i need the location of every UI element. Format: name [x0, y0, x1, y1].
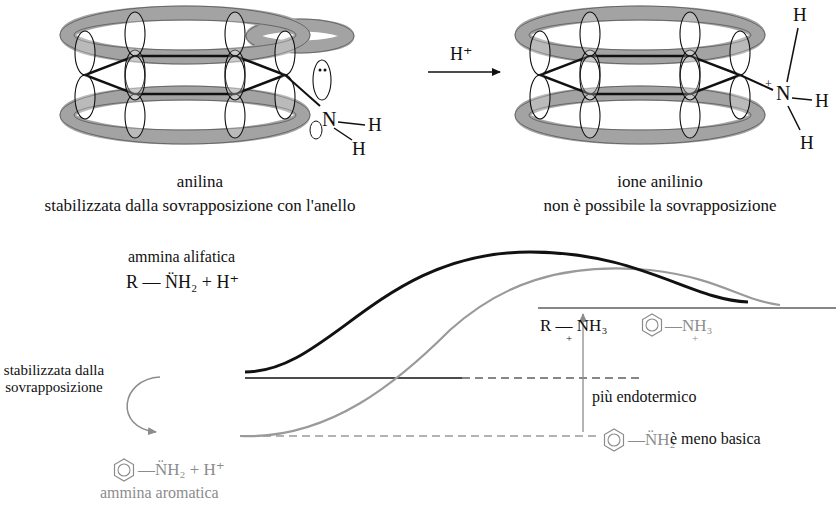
stabilization-arrow: [127, 377, 160, 432]
p-orbital: [225, 56, 245, 100]
label: R — N̈H₂ + H⁺: [126, 272, 239, 293]
p-orbital: [75, 31, 95, 75]
reaction-arrow: [428, 71, 500, 73]
benzene-symbol: [643, 314, 662, 336]
p-orbital: [125, 56, 145, 100]
p-orbital: [530, 75, 550, 119]
benzene-ring: [85, 56, 285, 94]
p-orbital: [530, 31, 550, 75]
p-orbital: [125, 94, 145, 138]
label: più endotermico: [592, 388, 696, 406]
pi-donut: [522, 93, 758, 137]
p-orbital: [730, 31, 750, 75]
n-h-bond: [788, 106, 800, 130]
lone-pair-orbital: [313, 60, 331, 100]
label: H: [352, 138, 366, 160]
p-orbital: [125, 12, 145, 56]
p-orbital: [680, 56, 700, 100]
n-h-bond: [792, 98, 812, 100]
small-lobe: [310, 121, 322, 139]
label: non è possibile la sovrapposizione: [543, 196, 776, 216]
p-orbital: [680, 12, 700, 56]
label: ammina alifatica: [128, 248, 235, 266]
pi-donut: [67, 93, 303, 137]
pi-donut-edge: [529, 100, 751, 130]
electron-dot: [324, 69, 327, 72]
label: N: [322, 108, 336, 131]
benzene-symbols: [115, 314, 662, 481]
electron-dot: [319, 69, 322, 72]
label: +: [692, 332, 698, 345]
p-orbital: [680, 94, 700, 138]
p-orbital: [225, 12, 245, 56]
label: stabilizzata dalla sovrapposizione con l…: [45, 196, 356, 216]
label: ammina aromatica: [100, 484, 219, 502]
pi-donut: [67, 13, 303, 57]
c-n-bond: [285, 75, 320, 106]
p-orbital: [275, 31, 295, 75]
p-orbital: [580, 12, 600, 56]
label: —N̈H₂ + H⁺: [138, 460, 225, 480]
label: —N̈H₂: [628, 430, 675, 450]
pi-donut-edge: [529, 20, 751, 50]
p-orbital: [730, 75, 750, 119]
label: H: [815, 90, 829, 112]
p-orbital: [580, 56, 600, 100]
label: è meno basica: [670, 430, 761, 448]
energy-level: [245, 377, 462, 378]
label: H: [793, 4, 807, 26]
label: H⁺: [450, 44, 473, 65]
energy-level-dashed: [462, 377, 640, 378]
label: N: [776, 82, 790, 105]
orbital-rings: [60, 6, 812, 144]
aliphatic-curve: [245, 252, 748, 372]
p-orbital: [225, 94, 245, 138]
benzene-circle: [646, 319, 658, 331]
label: anilina: [177, 172, 223, 192]
benzene-symbol: [115, 459, 134, 481]
n-h-bond: [334, 128, 352, 140]
label: H: [800, 132, 814, 154]
label: —NH₃: [665, 316, 712, 336]
benzene-circle: [608, 434, 620, 446]
aromatic-curve: [240, 268, 780, 436]
label: +: [566, 332, 572, 345]
label: +: [765, 78, 772, 92]
label: H: [368, 114, 382, 136]
p-orbital: [580, 94, 600, 138]
product-level: [538, 307, 836, 308]
label: ione anilinio: [617, 172, 702, 192]
n-h-bond: [787, 28, 798, 82]
p-orbital: [75, 75, 95, 119]
energy-level-aromatic: [250, 435, 600, 436]
pi-donut-edge: [74, 100, 296, 130]
label: stabilizzata dalla sovrapposizione: [2, 362, 106, 397]
benzene-circle: [118, 464, 130, 476]
n-h-bond: [338, 122, 365, 125]
benzene-symbol: [605, 429, 624, 451]
pi-donut-edge: [74, 20, 296, 50]
benzene-ring: [540, 56, 740, 94]
pi-donut: [522, 13, 758, 57]
label: R — NH₃: [540, 316, 607, 336]
